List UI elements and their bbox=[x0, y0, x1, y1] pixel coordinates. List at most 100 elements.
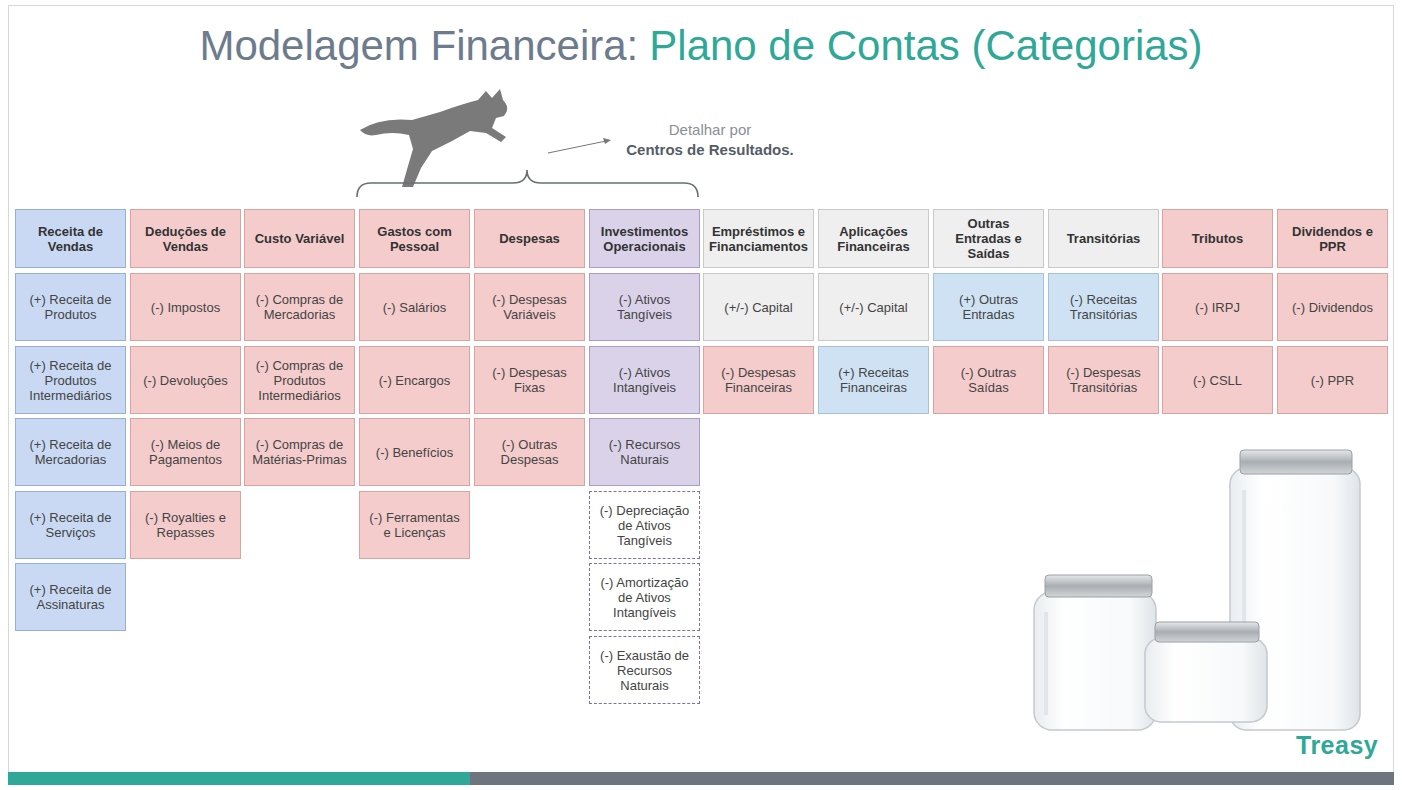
account-label: (-) Receitas Transitórias bbox=[1054, 292, 1153, 322]
account-box: (-) Ativos Tangíveis bbox=[589, 273, 700, 341]
text-stack: (+/-) Capital bbox=[839, 300, 907, 315]
text-stack: (-) Devoluções bbox=[143, 373, 228, 388]
account-label: (+) Receitas Financeiras bbox=[824, 365, 923, 395]
account-label: (-) PPR bbox=[1311, 373, 1354, 388]
account-box: (+) Receita de Serviços bbox=[15, 491, 126, 559]
account-box: (-) CSLL bbox=[1162, 346, 1273, 414]
text-stack: (+) Receita de Mercadorias bbox=[21, 437, 120, 467]
category-label: Transitórias bbox=[1067, 231, 1141, 246]
account-box: (-) Benefícios bbox=[359, 418, 470, 486]
account-box: (+) Receita de Produtos Intermediários bbox=[15, 346, 126, 414]
account-label: (+/-) Capital bbox=[724, 300, 792, 315]
account-label: (-) Despesas Fixas bbox=[480, 365, 579, 395]
account-box: (+/-) Capital bbox=[818, 273, 929, 341]
account-box: (-) Despesas Transitórias bbox=[1048, 346, 1159, 414]
text-stack: (-) Dividendos bbox=[1292, 300, 1373, 315]
account-label: (-) IRPJ bbox=[1195, 300, 1240, 315]
category-header: Empréstimos e Financiamentos bbox=[703, 209, 814, 268]
account-label: (+) Receita de Produtos Intermediários bbox=[21, 358, 120, 403]
account-label: (-) Despesas Transitórias bbox=[1054, 365, 1153, 395]
category-header: Tributos bbox=[1162, 209, 1273, 268]
category-label: Gastos com Pessoal bbox=[365, 224, 464, 254]
leader-arrowhead bbox=[603, 138, 611, 144]
text-stack: (-) IRPJ bbox=[1195, 300, 1240, 315]
text-stack: Investimentos Operacionais bbox=[595, 224, 694, 254]
category-header: Outras Entradas e Saídas bbox=[933, 209, 1044, 268]
account-box: (-) Despesas Fixas bbox=[474, 346, 585, 414]
account-label: (-) Encargos bbox=[379, 373, 451, 388]
text-stack: (-) Outras Despesas bbox=[480, 437, 579, 467]
account-box: (-) Impostos bbox=[130, 273, 241, 341]
title-highlight: Plano de Contas (Categorias) bbox=[649, 22, 1202, 69]
account-label: (-) Despesas Variáveis bbox=[480, 292, 579, 322]
account-box: (-) Encargos bbox=[359, 346, 470, 414]
text-stack: (-) Impostos bbox=[151, 300, 220, 315]
category-header: Dividendos e PPR bbox=[1277, 209, 1388, 268]
jar-small bbox=[1145, 622, 1267, 722]
account-label: (-) Depreciação de Ativos Tangíveis bbox=[595, 503, 694, 548]
text-stack: (-) Royalties e Repasses bbox=[136, 510, 235, 540]
account-box: (-) PPR bbox=[1277, 346, 1388, 414]
footer-bar bbox=[8, 772, 470, 785]
text-stack: (-) Ativos Intangíveis bbox=[595, 365, 694, 395]
account-label: (-) Royalties e Repasses bbox=[136, 510, 235, 540]
text-stack: (+) Outras Entradas bbox=[939, 292, 1038, 322]
account-label: (-) Ferramentas e Licenças bbox=[365, 510, 464, 540]
account-label: (+) Receita de Produtos bbox=[21, 292, 120, 322]
account-box: (-) Ativos Intangíveis bbox=[589, 346, 700, 414]
account-box: (+/-) Capital bbox=[703, 273, 814, 341]
text-stack: (-) Despesas Fixas bbox=[480, 365, 579, 395]
brand-logo: Treasy bbox=[1296, 731, 1378, 760]
account-box: (+) Receitas Financeiras bbox=[818, 346, 929, 414]
text-stack: (-) CSLL bbox=[1193, 373, 1242, 388]
text-stack: Dividendos e PPR bbox=[1283, 224, 1382, 254]
text-stack: (-) Salários bbox=[383, 300, 447, 315]
account-label: (-) CSLL bbox=[1193, 373, 1242, 388]
account-label: (-) Impostos bbox=[151, 300, 220, 315]
account-label: (-) Outras Saídas bbox=[939, 365, 1038, 395]
account-box: (-) Recursos Naturais bbox=[589, 418, 700, 486]
category-label: Empréstimos e Financiamentos bbox=[709, 224, 808, 254]
text-stack: (+/-) Capital bbox=[724, 300, 792, 315]
text-stack: (-) Exaustão de Recursos Naturais bbox=[595, 648, 694, 693]
account-box: (-) IRPJ bbox=[1162, 273, 1273, 341]
text-stack: (-) Amortização de Ativos Intangíveis bbox=[595, 575, 694, 620]
account-box: (+) Receita de Mercadorias bbox=[15, 418, 126, 486]
category-label: Outras Entradas e Saídas bbox=[939, 216, 1038, 261]
category-header: Gastos com Pessoal bbox=[359, 209, 470, 268]
account-box: (+) Receita de Assinaturas bbox=[15, 563, 126, 631]
category-label: Tributos bbox=[1192, 231, 1243, 246]
account-label: (+) Outras Entradas bbox=[939, 292, 1038, 322]
account-box: (-) Amortização de Ativos Intangíveis bbox=[589, 563, 700, 631]
account-box: (-) Devoluções bbox=[130, 346, 241, 414]
account-label: (-) Compras de Mercadorias bbox=[250, 292, 349, 322]
text-stack: (+) Receitas Financeiras bbox=[824, 365, 923, 395]
text-stack: Despesas bbox=[499, 231, 560, 246]
account-box: (-) Despesas Variáveis bbox=[474, 273, 585, 341]
account-label: (-) Amortização de Ativos Intangíveis bbox=[595, 575, 694, 620]
account-label: (+/-) Capital bbox=[839, 300, 907, 315]
category-label: Investimentos Operacionais bbox=[595, 224, 694, 254]
category-header: Custo Variável bbox=[244, 209, 355, 268]
account-label: (+) Receita de Assinaturas bbox=[21, 582, 120, 612]
text-stack: (-) Depreciação de Ativos Tangíveis bbox=[595, 503, 694, 548]
account-box: (-) Meios de Pagamentos bbox=[130, 418, 241, 486]
text-stack: Aplicações Financeiras bbox=[824, 224, 923, 254]
text-stack: (+) Receita de Serviços bbox=[21, 510, 120, 540]
text-stack: (-) Despesas Financeiras bbox=[709, 365, 808, 395]
jar-medium bbox=[1034, 575, 1156, 730]
text-stack: (-) Despesas Variáveis bbox=[480, 292, 579, 322]
text-stack: (-) Ativos Tangíveis bbox=[595, 292, 694, 322]
text-stack: Receita de Vendas bbox=[21, 224, 120, 254]
text-stack: Tributos bbox=[1192, 231, 1243, 246]
category-header: Aplicações Financeiras bbox=[818, 209, 929, 268]
text-stack: Transitórias bbox=[1067, 231, 1141, 246]
account-box: (-) Dividendos bbox=[1277, 273, 1388, 341]
text-stack: (-) Receitas Transitórias bbox=[1054, 292, 1153, 322]
text-stack: (-) Benefícios bbox=[376, 445, 453, 460]
note-text: Detalhar por bbox=[600, 120, 820, 140]
account-label: (-) Ativos Intangíveis bbox=[595, 365, 694, 395]
text-stack: (+) Receita de Assinaturas bbox=[21, 582, 120, 612]
bracket bbox=[357, 170, 698, 197]
account-box: (-) Outras Despesas bbox=[474, 418, 585, 486]
